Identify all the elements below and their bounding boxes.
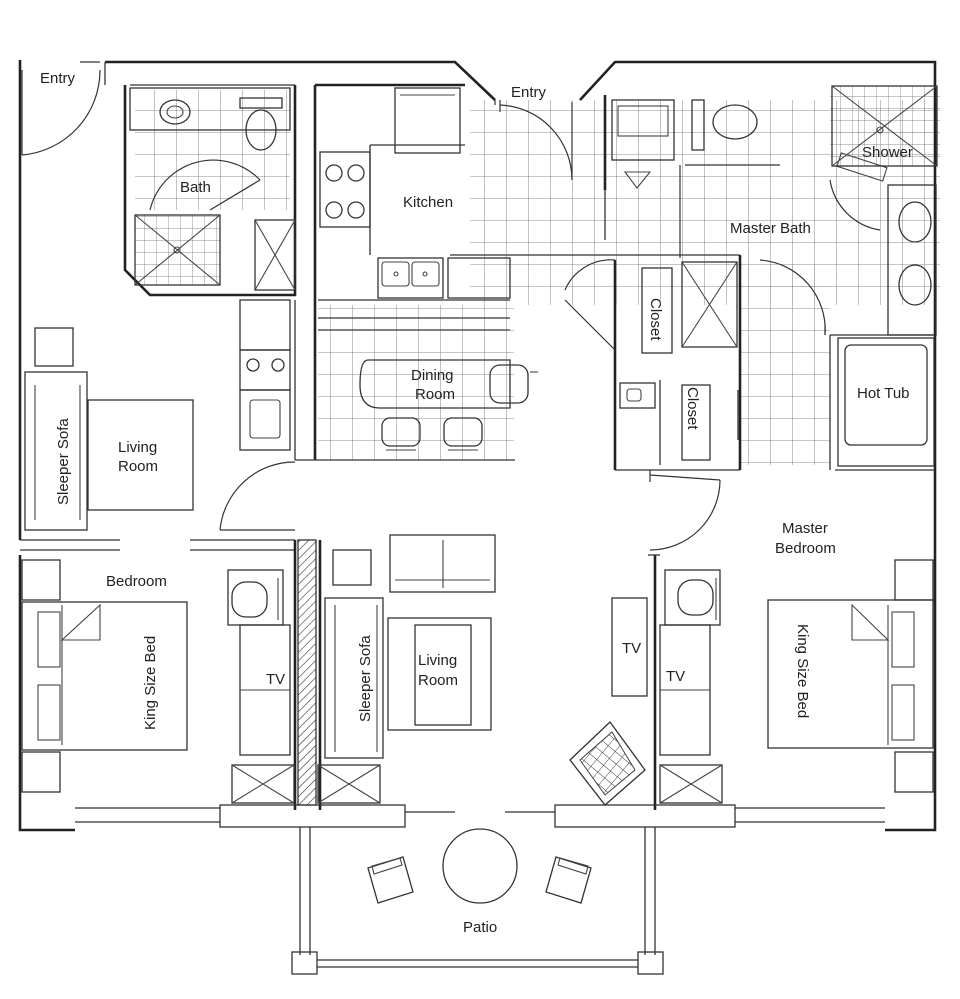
bath-linen [254,219,296,291]
label-living-center-line2: Room [418,672,458,689]
bath-toilet [245,109,277,151]
cooktop [325,164,365,219]
coffee-table-center [414,624,472,726]
living-center-furniture [317,534,646,806]
armchair [569,721,646,806]
label-dining-line1: Dining [411,367,454,384]
sleeper-sofa-left [24,371,88,531]
coffee-table-left [87,399,194,511]
bath-shower [134,214,221,286]
hot-tub [844,344,928,446]
label-living-left-line1: Living [118,439,157,456]
label-tv-left: TV [266,671,285,688]
label-sleeper-sofa-left: Sleeper Sofa [55,418,72,505]
dining-furniture [359,359,538,451]
fridge [394,87,461,154]
label-master-bath: Master Bath [730,220,811,237]
label-closet-upper: Closet [647,298,664,341]
dining-table [359,359,511,409]
room-labels: Entry Entry Bath Kitchen Master Bath Sho… [40,70,913,936]
label-shower: Shower [862,144,913,161]
label-bath: Bath [180,179,211,196]
tile-floors [135,86,940,465]
label-bedroom: Bedroom [106,573,167,590]
label-kitchen: Kitchen [403,194,453,211]
master-sink-2 [898,264,932,306]
patio-chair-right [545,856,592,904]
kitchen-sink [377,257,444,299]
label-patio: Patio [463,919,497,936]
master-toilet [712,104,758,140]
loveseat [389,534,496,593]
sleeper-sofa-center [324,597,384,759]
label-master-bedroom-line1: Master [782,520,828,537]
label-tv-right-outer: TV [622,640,641,657]
label-living-center-line1: Living [418,652,457,669]
patio [291,827,664,975]
kitchen-fixtures [239,87,511,451]
label-master-bedroom-line2: Bedroom [775,540,836,557]
bath-fixtures [129,87,296,291]
label-king-bed-right: King Size Bed [794,624,811,718]
bath-sink [159,99,191,125]
master-shower [831,85,938,167]
label-closet-lower: Closet [684,387,701,430]
label-entry-center: Entry [511,84,547,101]
master-toilet-tank [691,99,705,151]
label-king-bed-left: King Size Bed [142,636,159,730]
label-tv-right-inner: TV [666,668,685,685]
master-sink-1 [898,201,932,243]
master-bath-fixtures [611,85,938,467]
king-bed-right [767,599,934,749]
bedroom-left-furniture [21,559,295,804]
patio-table [442,828,518,904]
label-hot-tub: Hot Tub [857,385,910,402]
label-sleeper-sofa-center: Sleeper Sofa [357,635,374,722]
label-entry-left: Entry [40,70,76,87]
patio-chair-left [367,856,414,904]
king-bed-left [21,601,188,751]
label-dining-line2: Room [415,386,455,403]
label-living-left-line2: Room [118,458,158,475]
living-left-furniture [24,327,194,531]
master-bedroom-furniture [611,559,934,804]
doors [21,69,888,551]
bath-toilet-tank [239,97,283,109]
tv-cabinet-right-outer [611,597,648,697]
